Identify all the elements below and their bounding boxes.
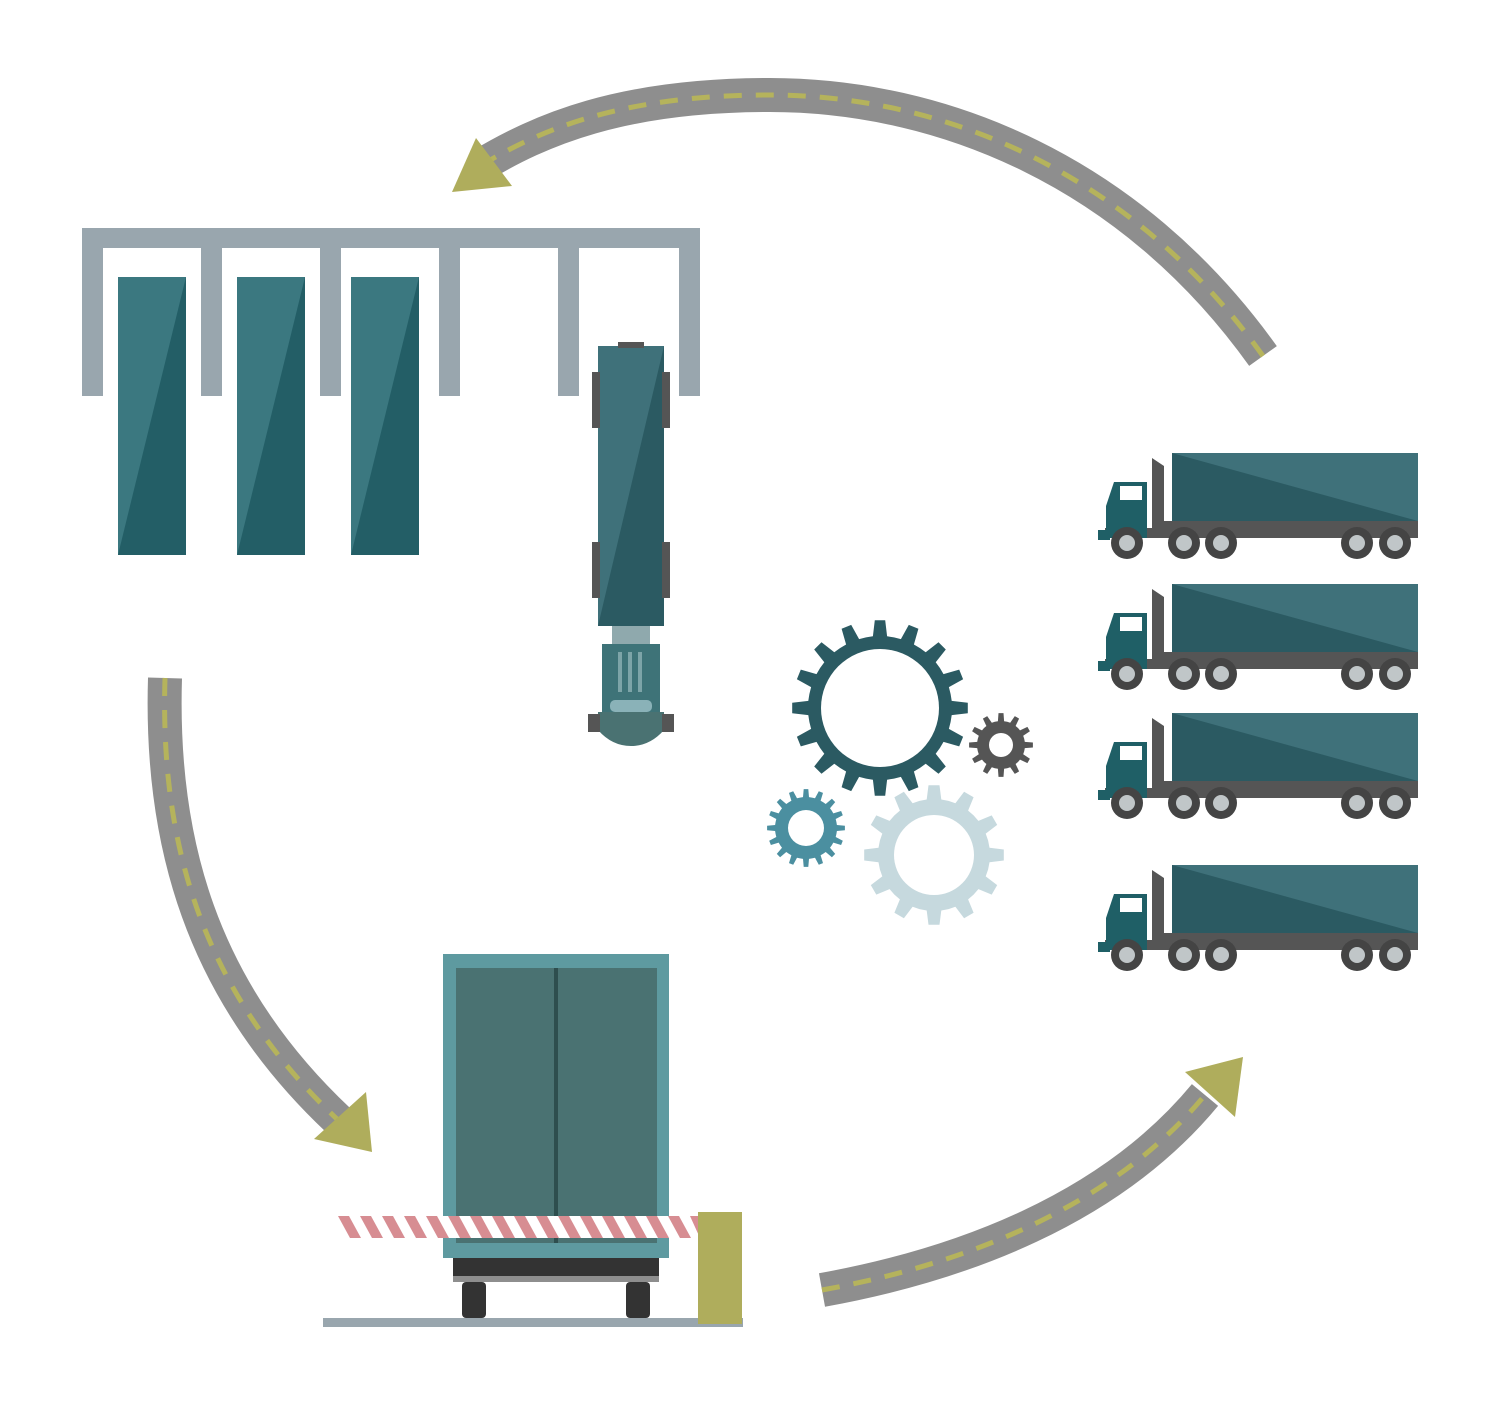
barrier-stripes: [338, 1216, 700, 1238]
gear-small-dark: [969, 713, 1033, 777]
barrier-stripe: [536, 1216, 559, 1238]
rear-wheel: [626, 1282, 650, 1318]
gear-small-blue: [767, 789, 845, 867]
barrier-stripe: [558, 1216, 581, 1238]
fleet-truck: [1098, 713, 1418, 819]
barrier-stripe: [580, 1216, 603, 1238]
docked-trailer: [118, 277, 186, 555]
road-top: [452, 77, 1277, 366]
arrow-head-bottom-right: [1185, 1057, 1243, 1117]
barrier-stripe: [448, 1216, 471, 1238]
gate-barrier-truck-icon: [323, 954, 743, 1327]
gear-hole: [989, 733, 1013, 757]
arrow-head-top: [452, 138, 512, 192]
loading-dock: [82, 228, 700, 555]
gear-hole: [894, 815, 974, 895]
dock-divider: [558, 228, 579, 396]
gear-hole: [821, 649, 939, 767]
gear-hole: [788, 810, 824, 846]
barrier-stripe: [338, 1216, 361, 1238]
docked-trailer: [351, 277, 419, 555]
docked-trailer: [237, 277, 305, 555]
dock-divider: [320, 228, 341, 396]
rear-door-left: [456, 968, 555, 1243]
dock-divider: [439, 228, 460, 396]
fleet-truck: [1098, 453, 1418, 559]
barrier-stripe: [690, 1216, 700, 1238]
door-seam: [554, 968, 558, 1243]
barrier-stripe: [624, 1216, 647, 1238]
barrier-stripe: [382, 1216, 405, 1238]
gears-icon: [767, 620, 1033, 925]
gear-light: [864, 785, 1004, 925]
barrier-stripe: [668, 1216, 691, 1238]
arrow-head-left: [314, 1092, 372, 1152]
gear-large: [792, 620, 968, 796]
barrier-stripe: [646, 1216, 669, 1238]
road-bottom-right: [818, 1057, 1243, 1307]
rear-door-right: [558, 968, 657, 1243]
truck-fleet-icon: [1098, 453, 1418, 971]
barrier-stripe: [514, 1216, 537, 1238]
dock-divider: [679, 228, 700, 396]
dock-divider: [201, 228, 222, 396]
barrier-stripe: [602, 1216, 625, 1238]
dock-divider: [82, 228, 103, 396]
bumper: [453, 1258, 659, 1280]
rear-wheel: [462, 1282, 486, 1318]
ground-line: [323, 1318, 743, 1327]
truck-topview-icon: [588, 342, 674, 746]
fleet-truck: [1098, 584, 1418, 690]
dock-frame-top: [82, 228, 700, 248]
barrier-stripe: [360, 1216, 383, 1238]
barrier-stripe: [470, 1216, 493, 1238]
barrier-stripe: [404, 1216, 427, 1238]
gate-post: [698, 1212, 742, 1324]
barrier-stripe: [492, 1216, 515, 1238]
road-left: [147, 677, 372, 1152]
barrier-stripe: [426, 1216, 449, 1238]
fleet-truck: [1098, 865, 1418, 971]
